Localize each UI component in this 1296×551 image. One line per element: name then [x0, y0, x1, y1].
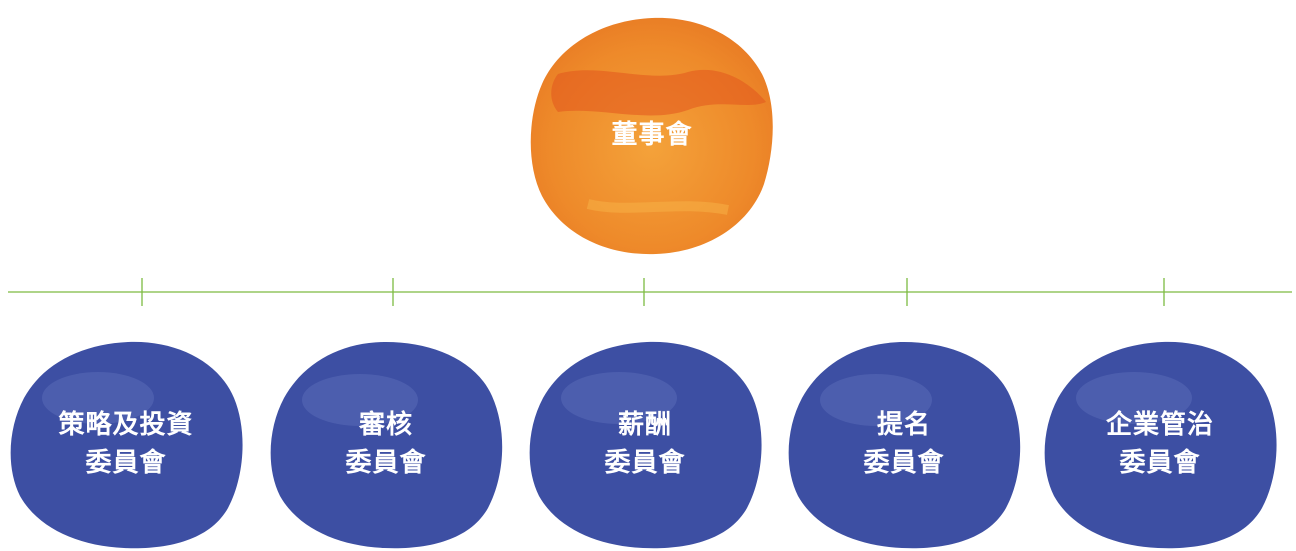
committee-label-line1: 企業管治	[1105, 410, 1214, 440]
blue-watercolor-blob	[529, 341, 762, 549]
committee-label-line1: 提名	[876, 410, 931, 440]
committee-node-corporate-governance: 企業管治 委員會	[1042, 338, 1278, 550]
committee-label-line2: 委員會	[863, 448, 945, 478]
blue-watercolor-blob	[10, 341, 243, 549]
orange-watercolor-blob	[530, 17, 773, 255]
board-node: 董事會	[528, 14, 776, 256]
committee-node-audit: 審核 委員會	[268, 338, 504, 550]
board-label: 董事會	[611, 120, 693, 150]
blue-watercolor-blob	[788, 342, 1021, 549]
committee-node-strategy-investment: 策略及投資 委員會	[8, 338, 244, 550]
committee-label-line1: 策略及投資	[58, 410, 194, 440]
committee-label-line2: 委員會	[85, 448, 167, 478]
committee-node-remuneration: 薪酬 委員會	[527, 338, 763, 550]
committee-label-line1: 審核	[358, 410, 413, 440]
committee-node-nomination: 提名 委員會	[786, 338, 1022, 550]
committee-label-line2: 委員會	[345, 448, 427, 478]
blue-watercolor-blob	[1044, 341, 1277, 549]
committee-label-line2: 委員會	[1119, 448, 1201, 478]
committee-label-line1: 薪酬	[617, 410, 672, 440]
blue-watercolor-blob	[270, 342, 503, 549]
committee-label-line2: 委員會	[604, 448, 686, 478]
